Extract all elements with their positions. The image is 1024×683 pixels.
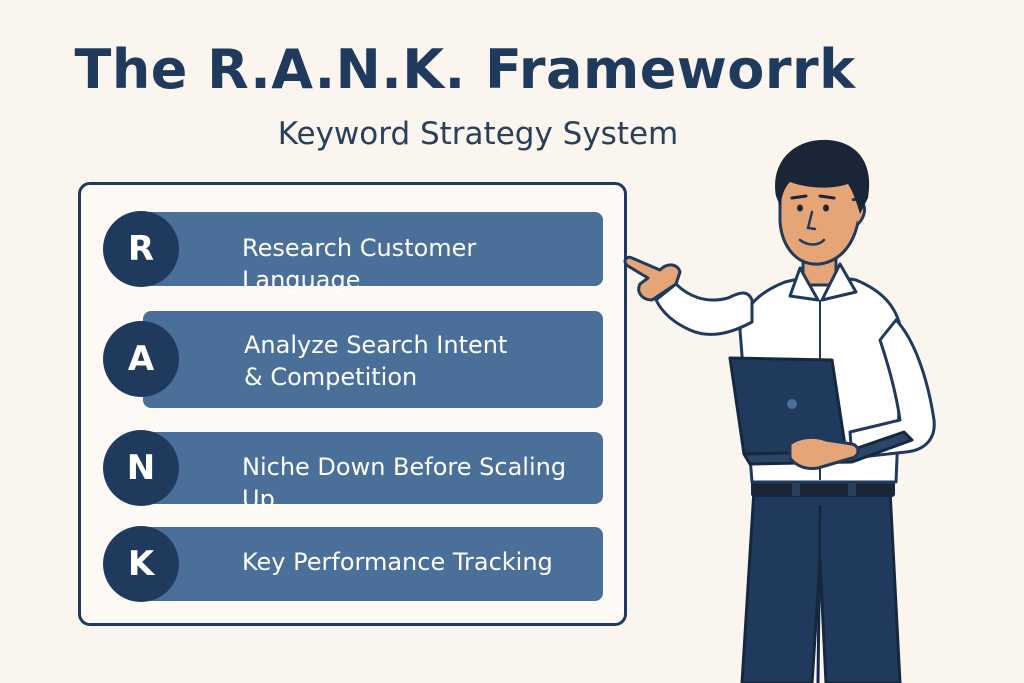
brow-left bbox=[790, 194, 808, 200]
letter-badge: A bbox=[103, 321, 179, 397]
smile bbox=[798, 238, 826, 246]
framework-item-label: Key Performance Tracking bbox=[242, 548, 553, 576]
hair bbox=[775, 139, 870, 214]
eye-left bbox=[797, 204, 803, 212]
framework-item-a: Analyze Search Intent & Competition A bbox=[103, 311, 603, 409]
framework-item-label: Niche Down Before Scaling Up bbox=[242, 453, 567, 513]
page-title: The R.A.N.K. Frameworrk bbox=[74, 38, 856, 101]
framework-item-k: Key Performance Tracking K bbox=[103, 526, 603, 603]
letter-badge: R bbox=[103, 211, 179, 287]
pointing-hand bbox=[623, 255, 682, 302]
page-subtitle: Keyword Strategy System bbox=[277, 116, 679, 152]
shirt-collar-left bbox=[788, 266, 820, 302]
belt-loop bbox=[792, 478, 800, 496]
framework-bar: Research Customer Language bbox=[141, 212, 603, 294]
holding-hand bbox=[788, 435, 860, 470]
letter-badge: K bbox=[103, 526, 179, 602]
shirt-collar-right bbox=[820, 262, 858, 302]
framework-bar: Analyze Search Intent & Competition bbox=[143, 311, 603, 408]
belt-loop bbox=[848, 478, 856, 496]
framework-item-label: Research Customer Language bbox=[242, 234, 477, 294]
laptop-logo bbox=[787, 399, 797, 409]
shirt-sleeve-lower bbox=[848, 318, 936, 460]
nose bbox=[806, 210, 817, 231]
shirt-sleeve-raised bbox=[654, 282, 754, 336]
letter-badge: N bbox=[103, 430, 179, 506]
framework-bar: Niche Down Before Scaling Up bbox=[141, 432, 603, 513]
framework-item-label: Analyze Search Intent & Competition bbox=[244, 331, 508, 391]
trousers bbox=[740, 488, 902, 683]
eye-right bbox=[823, 204, 829, 212]
framework-bar: Key Performance Tracking bbox=[141, 527, 603, 601]
brow-right bbox=[818, 194, 836, 200]
framework-item-n: Niche Down Before Scaling Up N bbox=[103, 430, 603, 513]
presenter-illustration bbox=[623, 139, 936, 683]
trouser-seam bbox=[816, 504, 822, 683]
framework-item-r: Research Customer Language R bbox=[103, 211, 603, 294]
